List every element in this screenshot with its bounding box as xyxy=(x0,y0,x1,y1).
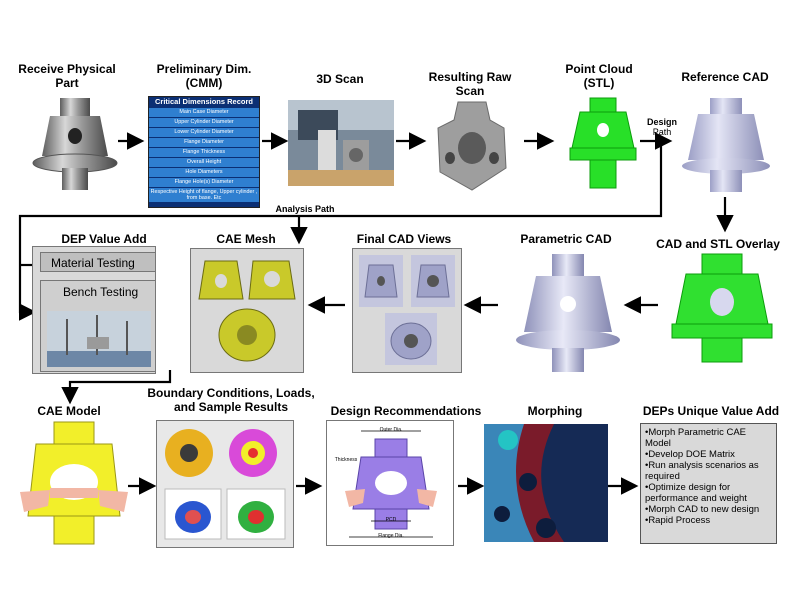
raw-scan-title: Resulting Raw Scan xyxy=(428,70,512,98)
cad-stl-overlay-image xyxy=(671,253,773,363)
reference-cad-image xyxy=(682,98,770,192)
cdr-row: Upper Cylinder Diameter xyxy=(149,117,259,127)
reference-cad-title: Reference CAD xyxy=(681,70,769,84)
material-testing-box: Material Testing xyxy=(40,252,156,272)
value-item: •Develop DOE Matrix xyxy=(645,449,735,460)
flange-dia-label: Flange Dia. xyxy=(378,533,404,539)
cdr-row: Flange Hole(s) Diameter xyxy=(149,177,259,187)
point-cloud-title: Point Cloud (STL) xyxy=(565,62,633,90)
cae-mesh-box xyxy=(190,248,304,373)
cae-model-title: CAE Model xyxy=(37,404,101,418)
final-cad-views-image xyxy=(359,255,455,365)
boundary-conditions-box xyxy=(156,420,294,548)
mesh-to-cae-model xyxy=(61,370,172,405)
material-testing-label: Material Testing xyxy=(51,256,135,270)
cdr-row: Respective Height of flange, Upper cylin… xyxy=(149,187,259,202)
pcd-label: PCD xyxy=(385,517,397,523)
design-path-label-2: Path xyxy=(652,127,672,137)
scan-photo-image xyxy=(288,100,394,186)
design-recommendations-box: Outer Dia. Thickness PCD Flange Dia. xyxy=(326,420,454,546)
cad-stl-overlay-title: CAD and STL Overlay xyxy=(656,237,780,251)
preliminary-dim-title: Preliminary Dim. (CMM) xyxy=(156,62,252,90)
outer-dia-label: Outer Dia. xyxy=(379,427,403,433)
value-item: •Run analysis scenarios as required xyxy=(645,460,759,482)
parametric-cad-title: Parametric CAD xyxy=(520,232,612,246)
design-path-label-1: Design xyxy=(646,117,677,127)
point-cloud-image xyxy=(569,97,637,189)
boundary-conditions-title: Boundary Conditions, Loads, and Sample R… xyxy=(147,386,315,414)
cae-model-image xyxy=(20,421,128,545)
analysis-path-label: Analysis Path xyxy=(275,204,335,214)
cae-mesh-title: CAE Mesh xyxy=(216,232,276,246)
cae-mesh-image xyxy=(198,260,296,362)
design-recommendations-title: Design Recommendations xyxy=(330,404,482,418)
cdr-row: Lower Cylinder Diameter xyxy=(149,127,259,137)
design-recommendations-image xyxy=(345,430,437,538)
cdr-row: Flange Diameter xyxy=(149,137,259,147)
receive-physical-part-title: Receive Physical Part xyxy=(18,62,116,90)
cdr-row: Overall Height xyxy=(149,157,259,167)
critical-dimensions-record: Critical Dimensions Record Main Case Dia… xyxy=(148,96,260,208)
value-item: •Morph Parametric CAE Model xyxy=(645,427,746,449)
bench-testing-box: Bench Testing xyxy=(40,280,156,372)
scan-3d-title: 3D Scan xyxy=(316,72,364,86)
parametric-cad-image xyxy=(516,254,620,372)
deps-unique-value-add-title: DEPs Unique Value Add xyxy=(642,404,780,418)
final-cad-views-title: Final CAD Views xyxy=(356,232,452,246)
value-item: •Rapid Process xyxy=(645,515,711,526)
morphing-image xyxy=(484,424,608,542)
raw-scan-image xyxy=(437,101,507,191)
boundary-results-image xyxy=(164,429,286,540)
thickness-label: Thickness xyxy=(334,457,358,463)
dep-value-add-title: DEP Value Add xyxy=(61,232,147,246)
cdr-row: Flange Thickness xyxy=(149,147,259,157)
value-item: •Morph CAD to new design xyxy=(645,504,760,515)
value-item: •Optimize design for performance and wei… xyxy=(645,482,747,504)
morphing-title: Morphing xyxy=(527,404,583,418)
physical-part-image xyxy=(32,98,118,190)
cdr-header: Critical Dimensions Record xyxy=(149,97,259,107)
deps-unique-value-list: •Morph Parametric CAE Model •Develop DOE… xyxy=(640,423,777,544)
final-cad-views-box xyxy=(352,248,462,373)
cdr-row: Main Case Diameter xyxy=(149,107,259,117)
analysis-path-line xyxy=(18,141,663,321)
cdr-row: Hole Diameters xyxy=(149,167,259,177)
bench-test-photo xyxy=(47,311,151,367)
bench-testing-label: Bench Testing xyxy=(63,285,139,299)
